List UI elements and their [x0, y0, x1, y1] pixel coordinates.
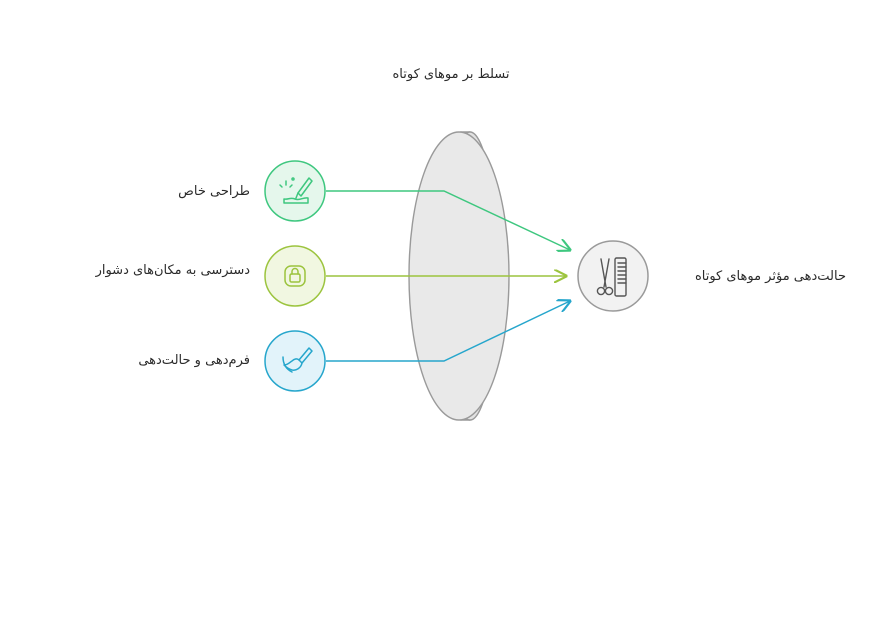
input-access-label: دسترسی به مکان‌های دشوار	[95, 263, 251, 278]
lock-icon	[284, 265, 306, 287]
scissors-comb-icon	[596, 257, 627, 297]
brush-icon	[282, 347, 313, 373]
input-design: طراحی خاص	[178, 160, 326, 222]
connector-shaping	[326, 301, 570, 362]
input-shaping: فرم‌دهی و حالت‌دهی	[138, 330, 326, 392]
input-shaping-circle	[264, 330, 326, 392]
input-design-circle	[264, 160, 326, 222]
connectors	[326, 190, 570, 362]
input-shaping-label: فرم‌دهی و حالت‌دهی	[138, 353, 250, 368]
output-node: حالت‌دهی مؤثر موهای کوتاه	[577, 240, 846, 312]
input-access-circle	[264, 245, 326, 307]
diagram-title: تسلط بر موهای کوتاه	[392, 67, 509, 82]
pencil-sketch-icon	[279, 177, 313, 204]
connector-design	[326, 190, 570, 250]
input-access: دسترسی به مکان‌های دشوار	[95, 245, 326, 307]
output-label: حالت‌دهی مؤثر موهای کوتاه	[695, 269, 846, 284]
output-circle	[577, 240, 649, 312]
input-design-label: طراحی خاص	[178, 184, 250, 199]
